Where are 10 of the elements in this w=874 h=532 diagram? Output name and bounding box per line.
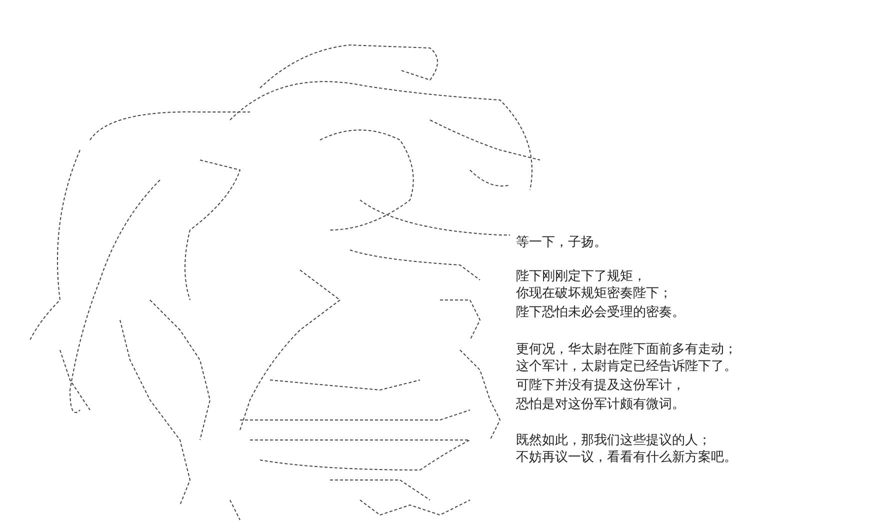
dialogue-line: 更何况，华太尉在陛下面前多有走动； — [516, 342, 737, 358]
dialogue-line: 可陛下并没有提及这份军计， — [516, 378, 685, 394]
dialogue-line: 等一下，子扬。 — [516, 235, 607, 251]
dialogue-line: 这个军计，太尉肯定已经告诉陛下了。 — [516, 359, 737, 375]
dialogue-line: 恐怕是对这份军计颇有微词。 — [516, 397, 685, 413]
dialogue-line: 陛下刚刚定下了规矩， — [516, 269, 646, 285]
dialogue-line: 你现在破坏规矩密奏陛下； — [516, 286, 672, 302]
dialogue-line: 陛下恐怕未必会受理的密奏。 — [516, 305, 685, 321]
dialogue-line: 不妨再议一议，看看有什么新方案吧。 — [516, 450, 737, 466]
dialogue-line: 既然如此，那我们这些提议的人； — [516, 433, 711, 449]
